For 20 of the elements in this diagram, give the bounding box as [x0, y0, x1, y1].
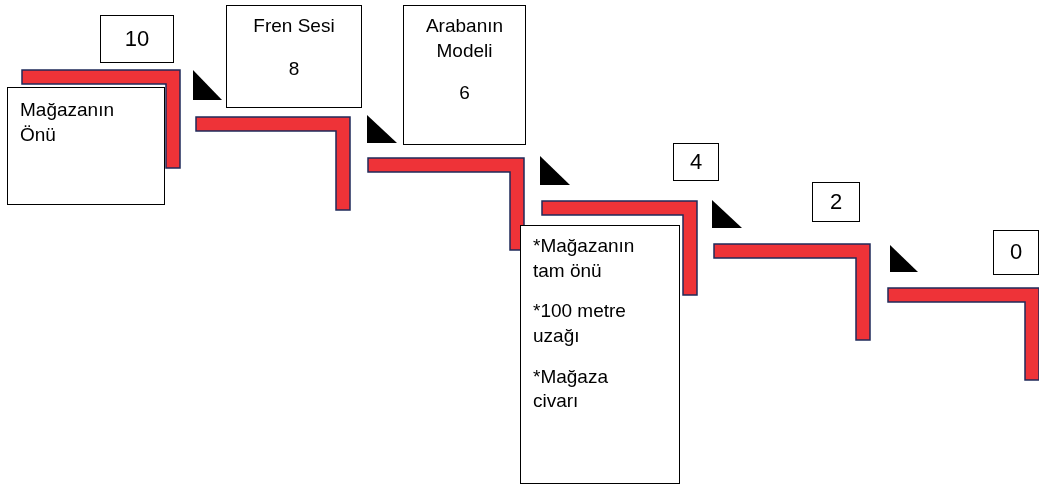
box-title: Fren Sesi: [252, 14, 336, 38]
number-box: [812, 182, 860, 222]
step-number: 2: [829, 187, 843, 216]
step-number: 0: [1009, 238, 1023, 267]
label-box: [403, 5, 526, 145]
box-text: Mağazanın Önü: [20, 98, 115, 147]
box-text: *Mağaza civarı: [533, 364, 609, 414]
step-number: 8: [287, 56, 301, 81]
number-box: [673, 143, 719, 181]
label-box: [226, 5, 362, 108]
list-box: [520, 225, 680, 484]
box-title: Arabanın Modeli: [424, 14, 505, 63]
number-box: [100, 15, 174, 63]
step-number: 10: [124, 24, 150, 53]
box-text: *Mağazanın tam önü: [533, 234, 636, 283]
number-box: [993, 230, 1039, 275]
step-number: 4: [689, 147, 703, 176]
step-number: 6: [458, 81, 471, 106]
box-text: *100 metre uzağı: [533, 299, 627, 349]
label-box: [7, 87, 165, 205]
